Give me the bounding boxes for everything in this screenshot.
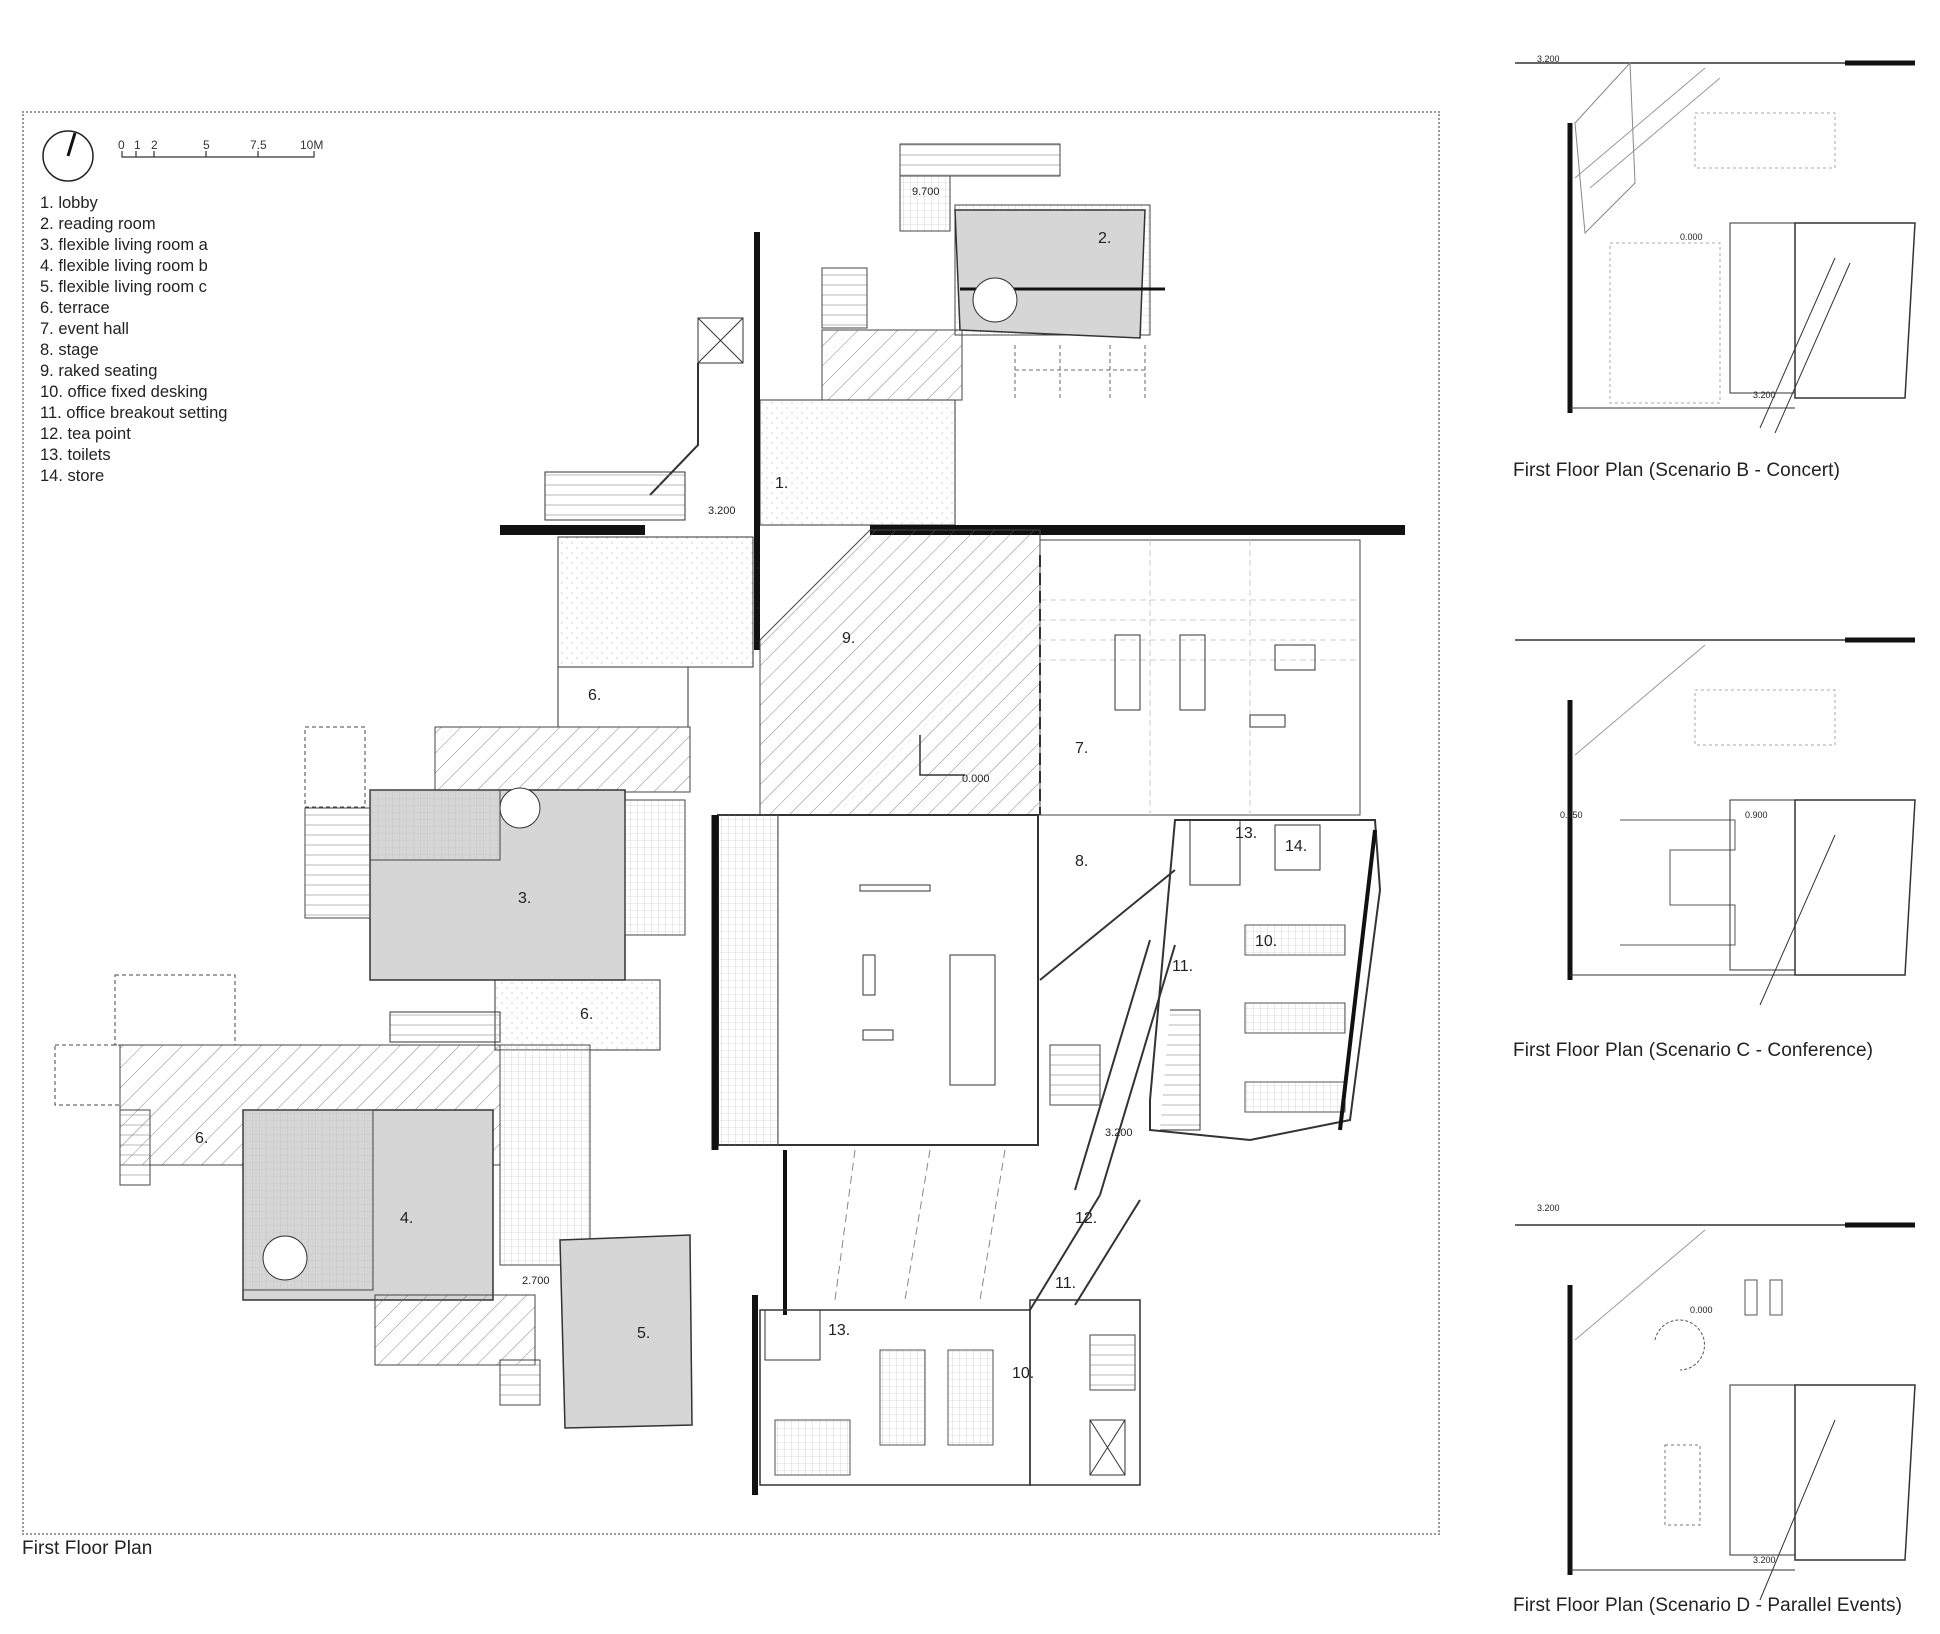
- level-marker: 0.000: [1680, 232, 1703, 242]
- legend-item: 13. toilets: [40, 446, 111, 464]
- west-wings: [54, 536, 754, 1429]
- room-label-store: 14.: [1285, 838, 1308, 855]
- scenario-d-caption: First Floor Plan (Scenario D - Parallel …: [1513, 1595, 1903, 1616]
- legend-item: 2. reading room: [40, 215, 156, 233]
- legend-item: 11. office breakout setting: [40, 404, 228, 422]
- level-marker: 3.200: [708, 505, 736, 517]
- level-marker: 3.200: [1753, 390, 1776, 400]
- room-label-living-a: 3.: [518, 890, 532, 907]
- level-marker: 0.450: [1560, 810, 1583, 820]
- legend-item: 8. stage: [40, 341, 99, 359]
- level-marker: 0.000: [1690, 1305, 1713, 1315]
- legend-item: 12. tea point: [40, 425, 131, 443]
- main-plan-frame: [22, 111, 1440, 1535]
- event-hall: [711, 529, 1361, 1150]
- level-marker: 0.000: [962, 773, 990, 785]
- scenario-c-caption: First Floor Plan (Scenario C - Conferenc…: [1513, 1040, 1874, 1061]
- scale-tick: 0: [118, 138, 125, 152]
- room-label-terrace: 6.: [588, 687, 602, 704]
- room-label-reading: 2.: [1098, 230, 1112, 247]
- east-office: [1029, 819, 1382, 1311]
- legend-item: 1. lobby: [40, 194, 98, 212]
- scale-tick: 2: [151, 138, 158, 152]
- legend-item: 7. event hall: [40, 320, 129, 338]
- room-label-breakout: 11.: [1055, 1275, 1077, 1292]
- room-label-office: 10.: [1012, 1365, 1035, 1382]
- scale-tick: 7.5: [250, 138, 267, 152]
- room-label-office: 10.: [1255, 933, 1278, 950]
- scale-tick: 1: [134, 138, 141, 152]
- scale-tick: 5: [203, 138, 210, 152]
- level-marker: 3.200: [1537, 54, 1560, 64]
- level-marker: 2.700: [522, 1275, 550, 1287]
- legend-item: 3. flexible living room a: [40, 236, 208, 254]
- level-marker: 0.900: [1745, 810, 1768, 820]
- scenario-b-plan: [1515, 60, 1916, 434]
- level-marker: 3.200: [1105, 1127, 1133, 1139]
- legend-item: 14. store: [40, 467, 105, 485]
- room-label-raked: 9.: [842, 630, 856, 647]
- level-marker: 3.200: [1753, 1555, 1776, 1565]
- room-label-toilets: 13.: [1235, 825, 1258, 842]
- room-label-lobby: 1.: [775, 475, 789, 492]
- room-label-toilets: 13.: [828, 1322, 851, 1339]
- room-label-terrace: 6.: [580, 1006, 594, 1023]
- main-plan-caption: First Floor Plan: [22, 1538, 153, 1559]
- scenario-d-plan: [1515, 1222, 1916, 1601]
- room-label-tea: 12.: [1075, 1210, 1098, 1227]
- room-label-stage: 8.: [1075, 853, 1089, 870]
- legend-item: 4. flexible living room b: [40, 257, 208, 275]
- legend-item: 10. office fixed desking: [40, 383, 208, 401]
- room-label-living-b: 4.: [400, 1210, 414, 1227]
- scenario-b-caption: First Floor Plan (Scenario B - Concert): [1513, 460, 1840, 481]
- room-legend: 1. lobby 2. reading room 3. flexible liv…: [40, 193, 227, 487]
- legend-item: 5. flexible living room c: [40, 278, 207, 296]
- room-label-event-hall: 7.: [1075, 740, 1089, 757]
- lobby-area: [544, 232, 956, 650]
- room-label-living-c: 5.: [637, 1325, 651, 1342]
- room-label-terrace: 6.: [195, 1130, 209, 1147]
- room-label-breakout: 11.: [1172, 958, 1194, 975]
- legend-item: 6. terrace: [40, 299, 110, 317]
- reading-room-wing: [821, 143, 1165, 401]
- level-marker: 9.700: [912, 186, 940, 198]
- north-arrow-icon: [42, 130, 94, 182]
- south-office: [752, 1149, 1141, 1495]
- scale-tick: 10M: [300, 138, 324, 152]
- scenario-c-plan: [1515, 637, 1916, 1006]
- level-marker: 3.200: [1537, 1203, 1560, 1213]
- legend-item: 9. raked seating: [40, 362, 158, 380]
